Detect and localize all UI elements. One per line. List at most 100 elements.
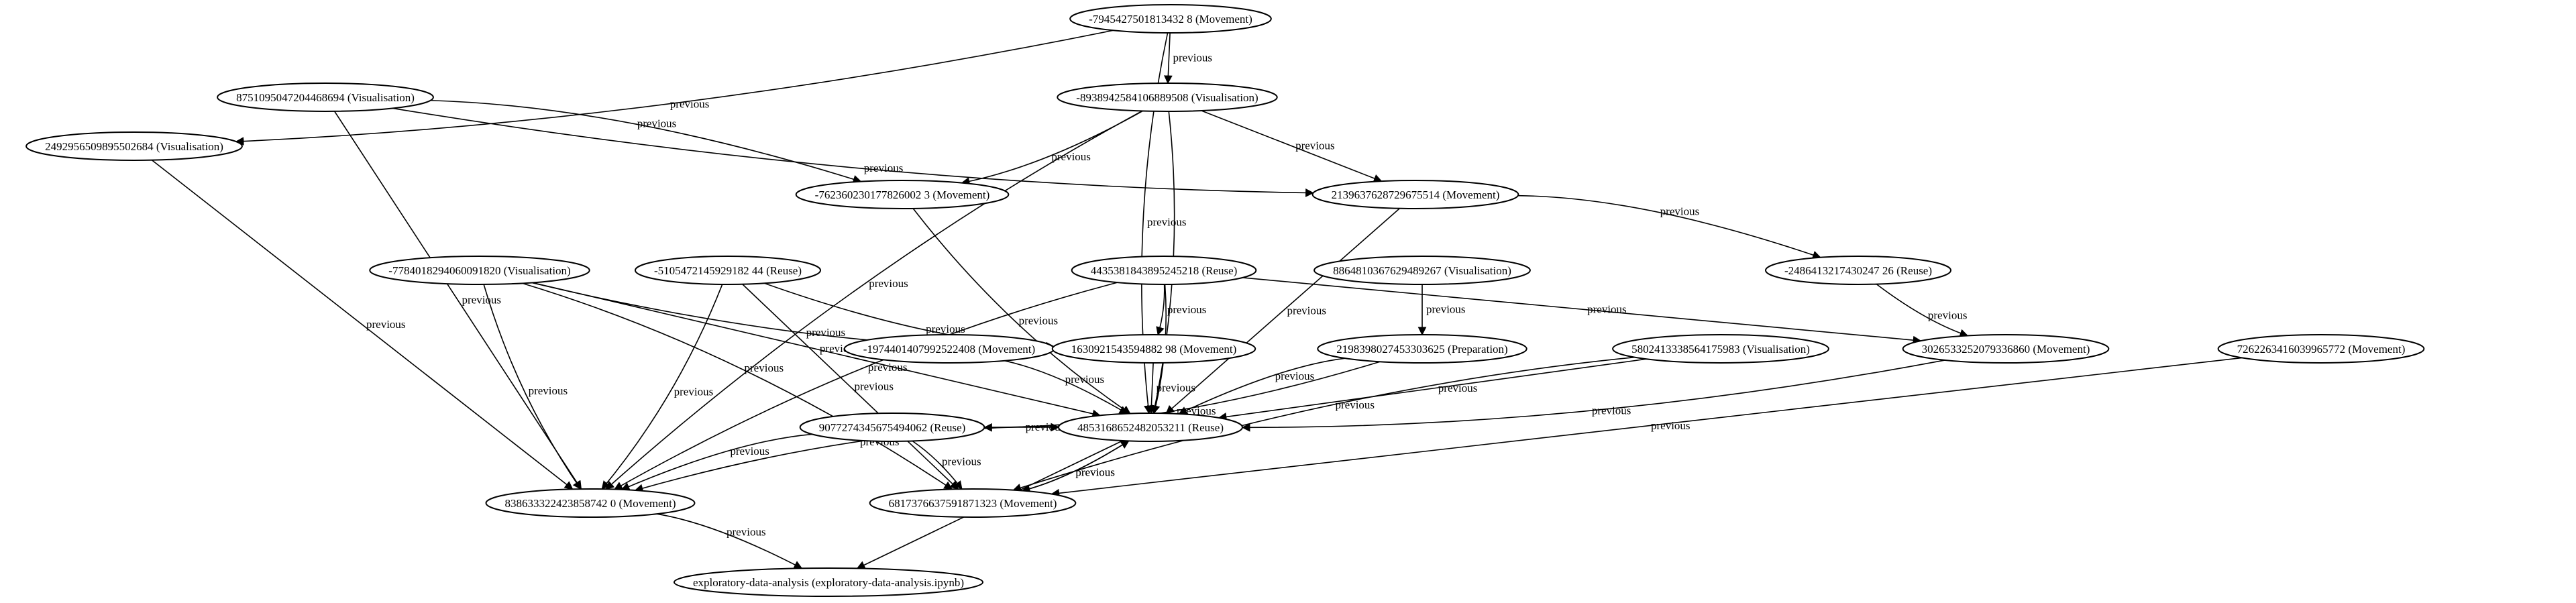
edge-label: previous [1438,382,1478,394]
node-label: 2198398027453303625 (Preparation) [1336,343,1507,355]
node-label: 2139637628729675514 (Movement) [1332,188,1500,201]
graph-node: -762360230177826002 3 (Movement) [795,180,1010,209]
edge-arrow [1242,277,1922,345]
edge-label: previous [1651,419,1690,432]
edge-arrow [613,282,1118,490]
edge-label: previous [1287,305,1326,317]
edge-arrow [621,433,812,491]
edge-arrow [1241,360,1945,432]
graph-edge: previous [333,111,582,490]
edge-arrow [333,111,582,490]
edge-label: previous [1295,140,1335,152]
graph-edge: previous [1051,357,2243,498]
node-label: 8864810367629489267 (Visualisation) [1333,264,1511,277]
graph-node: 2492956509895502684 (Visualisation) [25,131,243,161]
node-ellipse [1069,4,1272,34]
edge-arrow [1012,356,1635,492]
graph-edge: previous [1178,358,1346,415]
graph-edge: previous [151,160,574,490]
node-ellipse [25,131,243,161]
edge-label: previous [1928,309,1968,322]
edge-label: previous [670,97,710,110]
graph-edge: previous [1012,356,1635,492]
graph-edge: previous [1417,284,1466,336]
node-ellipse [1071,256,1257,285]
edge-label: previous [1147,215,1187,228]
graph-node: 1630921543594882 98 (Movement) [1051,334,1256,364]
edge-label: previous [1075,466,1115,479]
edge-arrow [656,513,803,569]
edge-arrow [430,99,862,184]
node-ellipse [1311,180,1519,209]
edge-arrow [1165,208,1400,415]
graph-node: 2139637628729675514 (Movement) [1311,180,1519,209]
graph-node: 9077274345675494062 (Reuse) [799,413,985,442]
edge-arrow [912,208,1131,415]
graph-node: 7262263416039965772 (Movement) [2217,334,2425,364]
graph-edge: previous [961,110,1143,186]
graph-edge: previous [1517,195,1821,260]
edge-label: previous [745,362,784,374]
graph-node: -1974401407992522408 (Movement) [843,334,1055,364]
node-ellipse [799,413,985,442]
graph-node: 5802413338564175983 (Visualisation) [1612,334,1829,364]
edge-arrow [1517,195,1821,260]
node-ellipse [1051,334,1256,364]
node-label: -5105472145929182 44 (Reuse) [654,264,802,277]
node-ellipse [1058,413,1243,442]
edge-label: previous [1592,404,1631,417]
edge-arrow [1004,360,1128,415]
edge-label: previous [1075,466,1115,479]
graph-edge: previous [1022,440,1130,492]
node-label: 3026533252079336860 (Movement) [1922,343,2090,355]
edge-label: previous [869,277,908,290]
graph-node: 3026533252079336860 (Movement) [1902,334,2110,364]
graph-edge: previous [1163,32,1212,85]
graph-node: 4853168652482053211 (Reuse) [1058,413,1243,442]
edge-arrow [392,107,1314,197]
node-label: -2486413217430247 26 (Reuse) [1784,264,1932,277]
node-label: 9077274345675494062 (Reuse) [819,421,966,434]
graph-edge: previous [605,110,1142,490]
graph-edge: previous [235,30,1114,146]
edge-label: previous [854,380,894,392]
node-label: 4853168652482053211 (Reuse) [1077,421,1224,434]
edge-label: previous [1275,370,1315,382]
node-ellipse [217,83,434,112]
edge-label: previous [1335,398,1375,411]
graph-node: exploratory-data-analysis (exploratory-d… [673,567,984,597]
graph-edge: previous [1876,283,1969,337]
edge-arrow [1163,32,1173,85]
edge-arrow [1022,440,1130,492]
node-label: 838633322423858742 0 (Movement) [505,497,676,510]
graph-node: -7784018294060091820 (Visualisation) [369,256,590,285]
edge-label: previous [727,526,766,539]
edge-label: previous [864,162,904,174]
edge-label: previous [1587,303,1627,315]
graph-edge: previous [483,284,582,490]
node-ellipse [673,567,984,597]
graph-node: -7945427501813432 8 (Movement) [1069,4,1272,34]
edge-arrow [1201,110,1383,182]
edge-label: previous [1167,303,1207,316]
graph-edge: previous [912,440,981,490]
edge-arrow [235,30,1114,146]
node-ellipse [1313,256,1531,285]
graph-edge: previous [742,284,959,490]
edge-label: previous [1426,303,1466,316]
graph-edge: previous [392,107,1314,197]
node-label: 8751095047204468694 (Visualisation) [236,91,415,104]
node-ellipse [1057,83,1278,112]
node-ellipse [1612,334,1829,364]
edge-arrow [605,110,1142,490]
edge-arrow [1051,357,2243,498]
edge-label: previous [674,386,714,398]
graph-node: 838633322423858742 0 (Movement) [485,488,696,518]
graph-edge: previous [1165,208,1400,415]
graph-edge: previous [1146,362,1195,415]
node-label: 7262263416039965772 (Movement) [2237,343,2406,355]
edge-arrow [1178,358,1346,415]
graph-node: -5105472145929182 44 (Reuse) [634,256,822,285]
graph-edge: previous [1004,360,1128,415]
edge-arrow [151,160,574,490]
